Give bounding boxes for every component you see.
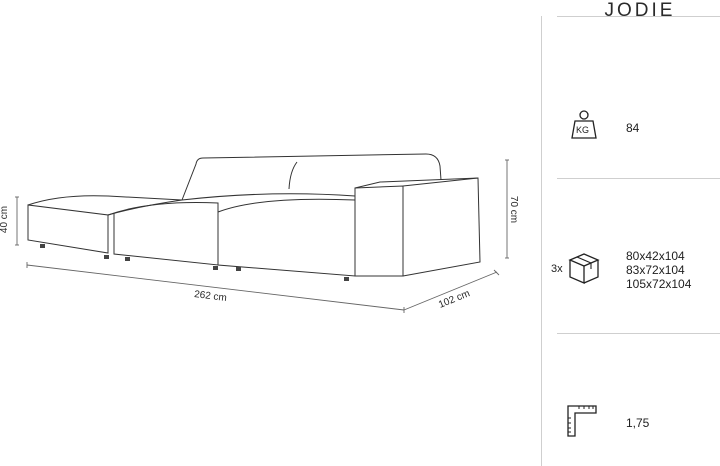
area-value: 1,75 [626, 416, 650, 430]
sofa-middle-seat [107, 202, 219, 266]
sofa-armrest [354, 185, 404, 277]
package-count: 3x [551, 263, 563, 275]
brand-title: JODIE [604, 0, 676, 21]
depth-line [403, 271, 498, 311]
sofa-seat-top-line [181, 193, 356, 201]
weight-icon-label: KG [576, 125, 590, 135]
weight-value: 84 [626, 121, 640, 135]
dimension-lines [15, 159, 509, 313]
spec-panel-divider [541, 16, 542, 466]
sofa-backrest [181, 153, 442, 201]
package-size-3: 105x72x104 [626, 277, 692, 291]
spec-divider [557, 178, 720, 179]
spec-divider [557, 333, 720, 334]
sofa-armrest-top [402, 177, 479, 187]
spec-divider [557, 16, 720, 17]
ruler-square-icon [567, 405, 597, 437]
sofa-chaise-base [27, 204, 109, 254]
sofa-armrest-side [354, 177, 481, 277]
sofa-chaise-top [27, 195, 183, 216]
total-height-label: 70 cm [508, 195, 520, 224]
width-line [26, 264, 405, 311]
sofa-backrest-seam [288, 161, 298, 190]
package-size-1: 80x42x104 [626, 249, 685, 263]
package-box-icon [568, 253, 600, 284]
sofa-diagram [15, 153, 509, 313]
sofa-feet [40, 244, 349, 281]
seat-height-label: 40 cm [0, 205, 11, 234]
sofa-right-seat [217, 198, 356, 277]
weight-kg-icon [571, 110, 597, 139]
package-size-2: 83x72x104 [626, 263, 685, 277]
